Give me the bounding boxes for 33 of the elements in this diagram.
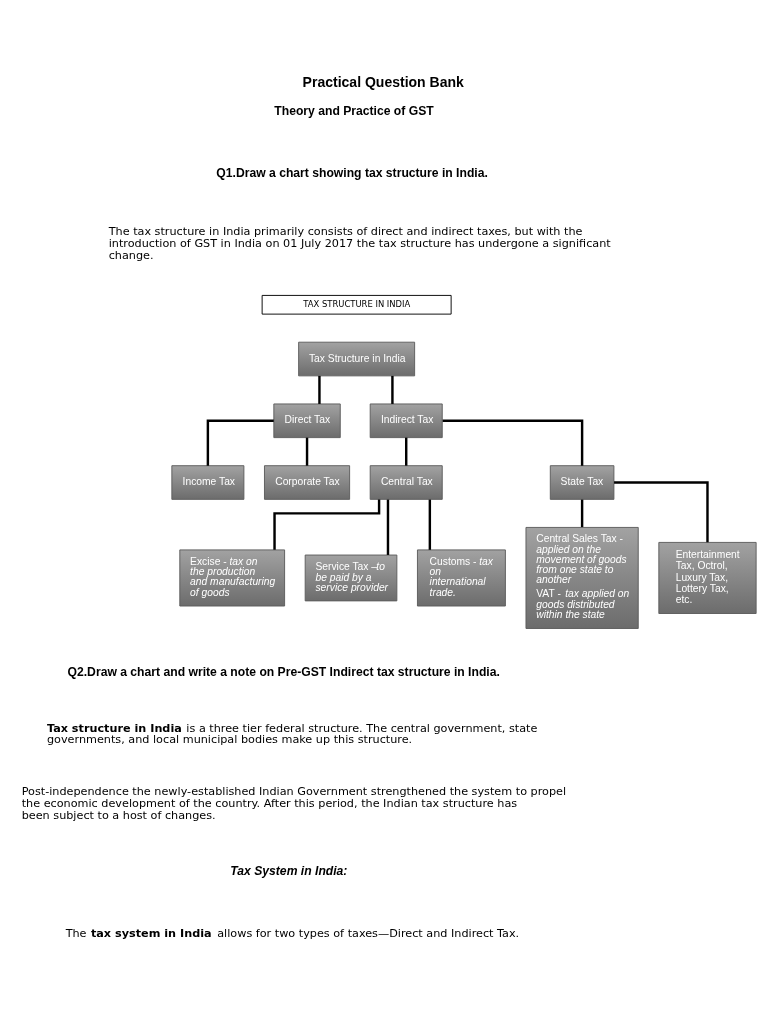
node-box: Excise - tax on the production and manufacturing of goods	[179, 549, 286, 607]
connector	[391, 375, 394, 404]
node-box: State Tax	[549, 465, 615, 500]
label: Post-independence the newly-established Indian Government strengthened the system to propel the economic development of the country. After this period, the Indian tax structure has been subject to a host of changes.	[21, 785, 567, 823]
label: Tax structure in India is a three tier federal structure. The central government, state governments, and local municipal bodies make up this structure.	[46, 721, 538, 747]
connector	[318, 375, 321, 404]
connector	[305, 437, 309, 466]
label: Tax System in India:	[230, 863, 348, 878]
connector	[386, 499, 390, 555]
connector	[206, 419, 274, 466]
node-box: Corporate Tax	[264, 465, 351, 500]
node-box: Tax Structure in India	[298, 341, 416, 377]
node-box: Central Sales Tax - applied on the movement of goods from one state to another VAT - tax applied on goods distributed within the state	[525, 526, 639, 629]
node-box: Central Tax	[369, 465, 443, 500]
connector	[428, 499, 432, 550]
node-box: Income Tax	[171, 465, 245, 500]
node-box: Entertainment Tax, Octrol, Luxury Tax, Lottery Tax, etc.	[658, 541, 757, 614]
label: Q2.Draw a chart and write a note on Pre-GST Indirect tax structure in India.	[67, 664, 500, 679]
connector	[614, 481, 709, 543]
node-box: Service Tax –to be paid by a service provider	[304, 554, 398, 602]
label: Q1.Draw a chart showing tax structure in India.	[216, 165, 488, 180]
node-box: Indirect Tax	[369, 403, 443, 439]
node-box: TAX STRUCTURE IN INDIA	[261, 294, 452, 315]
label: The tax structure in India primarily consists of direct and indirect taxes, but with the introduction of GST in India on 01 July 2017 the tax structure has undergone a significant change.	[108, 224, 611, 263]
node-box: Customs - tax on international trade.	[416, 549, 506, 607]
diagram-title: Practical Question Bank	[302, 73, 464, 90]
label: Theory and Practice of GST	[274, 104, 434, 119]
connector	[442, 419, 584, 466]
connector	[273, 499, 381, 550]
node-box: Direct Tax	[273, 403, 341, 439]
connector	[580, 499, 584, 528]
connector	[405, 437, 408, 466]
label: The tax system in India allows for two types of taxes—Direct and Indirect Tax.	[65, 926, 520, 940]
